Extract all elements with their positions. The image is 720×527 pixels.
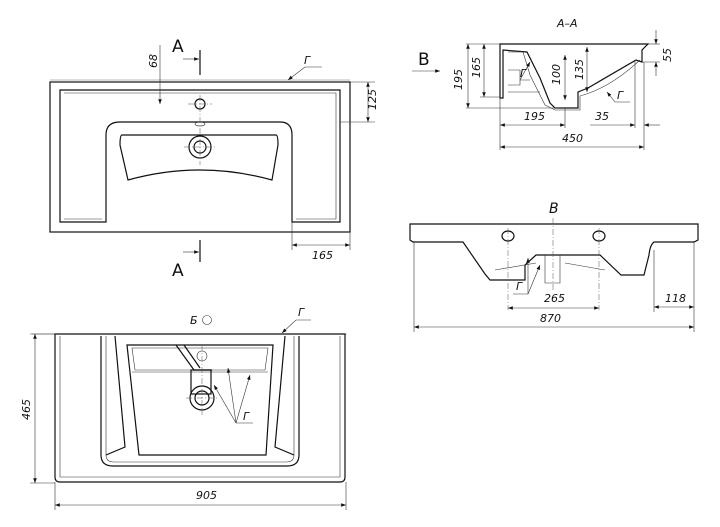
dim-68: 68 [147,54,160,68]
section-label-bottom: A [172,261,184,281]
dim-125: 125 [366,89,379,110]
section-label-top: A [172,37,184,57]
bowl-interior [126,344,274,456]
bottom-view: Б 465 905 Г Г [20,306,347,510]
callout-g2: Г [243,410,250,423]
dim-265: 265 [544,292,565,305]
bowl-outline [100,336,300,467]
front-view-title: B [549,201,559,217]
callout-g1: Г [298,306,305,319]
dim-165: 165 [470,57,483,78]
basin-outline [49,81,351,233]
section-title: A–A [556,17,578,30]
basin-rim [59,89,341,223]
dim-195-width: 195 [524,110,545,123]
bottom-outline [54,333,346,483]
section-profile [499,43,650,109]
dim-55: 55 [661,48,674,62]
dim-870: 870 [540,312,561,325]
top-view: A A 68 125 165 Г [49,37,379,281]
callout-g: Г [304,54,311,67]
dim-450: 450 [562,132,583,145]
dim-135: 135 [573,59,586,80]
dim-195-height: 195 [452,69,465,90]
callout-g2: Г [617,89,624,102]
front-view: B 265 870 118 Г [409,201,699,332]
overflow-channel [190,369,212,395]
front-profile [409,223,699,281]
dim-118: 118 [665,292,686,305]
callout-g1: Г [520,67,527,80]
label-b: Б [190,314,198,327]
dim-100: 100 [550,64,563,85]
section-view: A–A B 195 165 100 135 55 195 35 450 [412,17,674,150]
callout-g: Г [516,280,523,293]
dim-165: 165 [312,249,333,262]
view-arrow-label: B [418,50,430,70]
bowl [119,134,279,181]
dim-465: 465 [20,399,33,420]
dim-35: 35 [595,110,609,123]
dim-905: 905 [196,489,217,502]
